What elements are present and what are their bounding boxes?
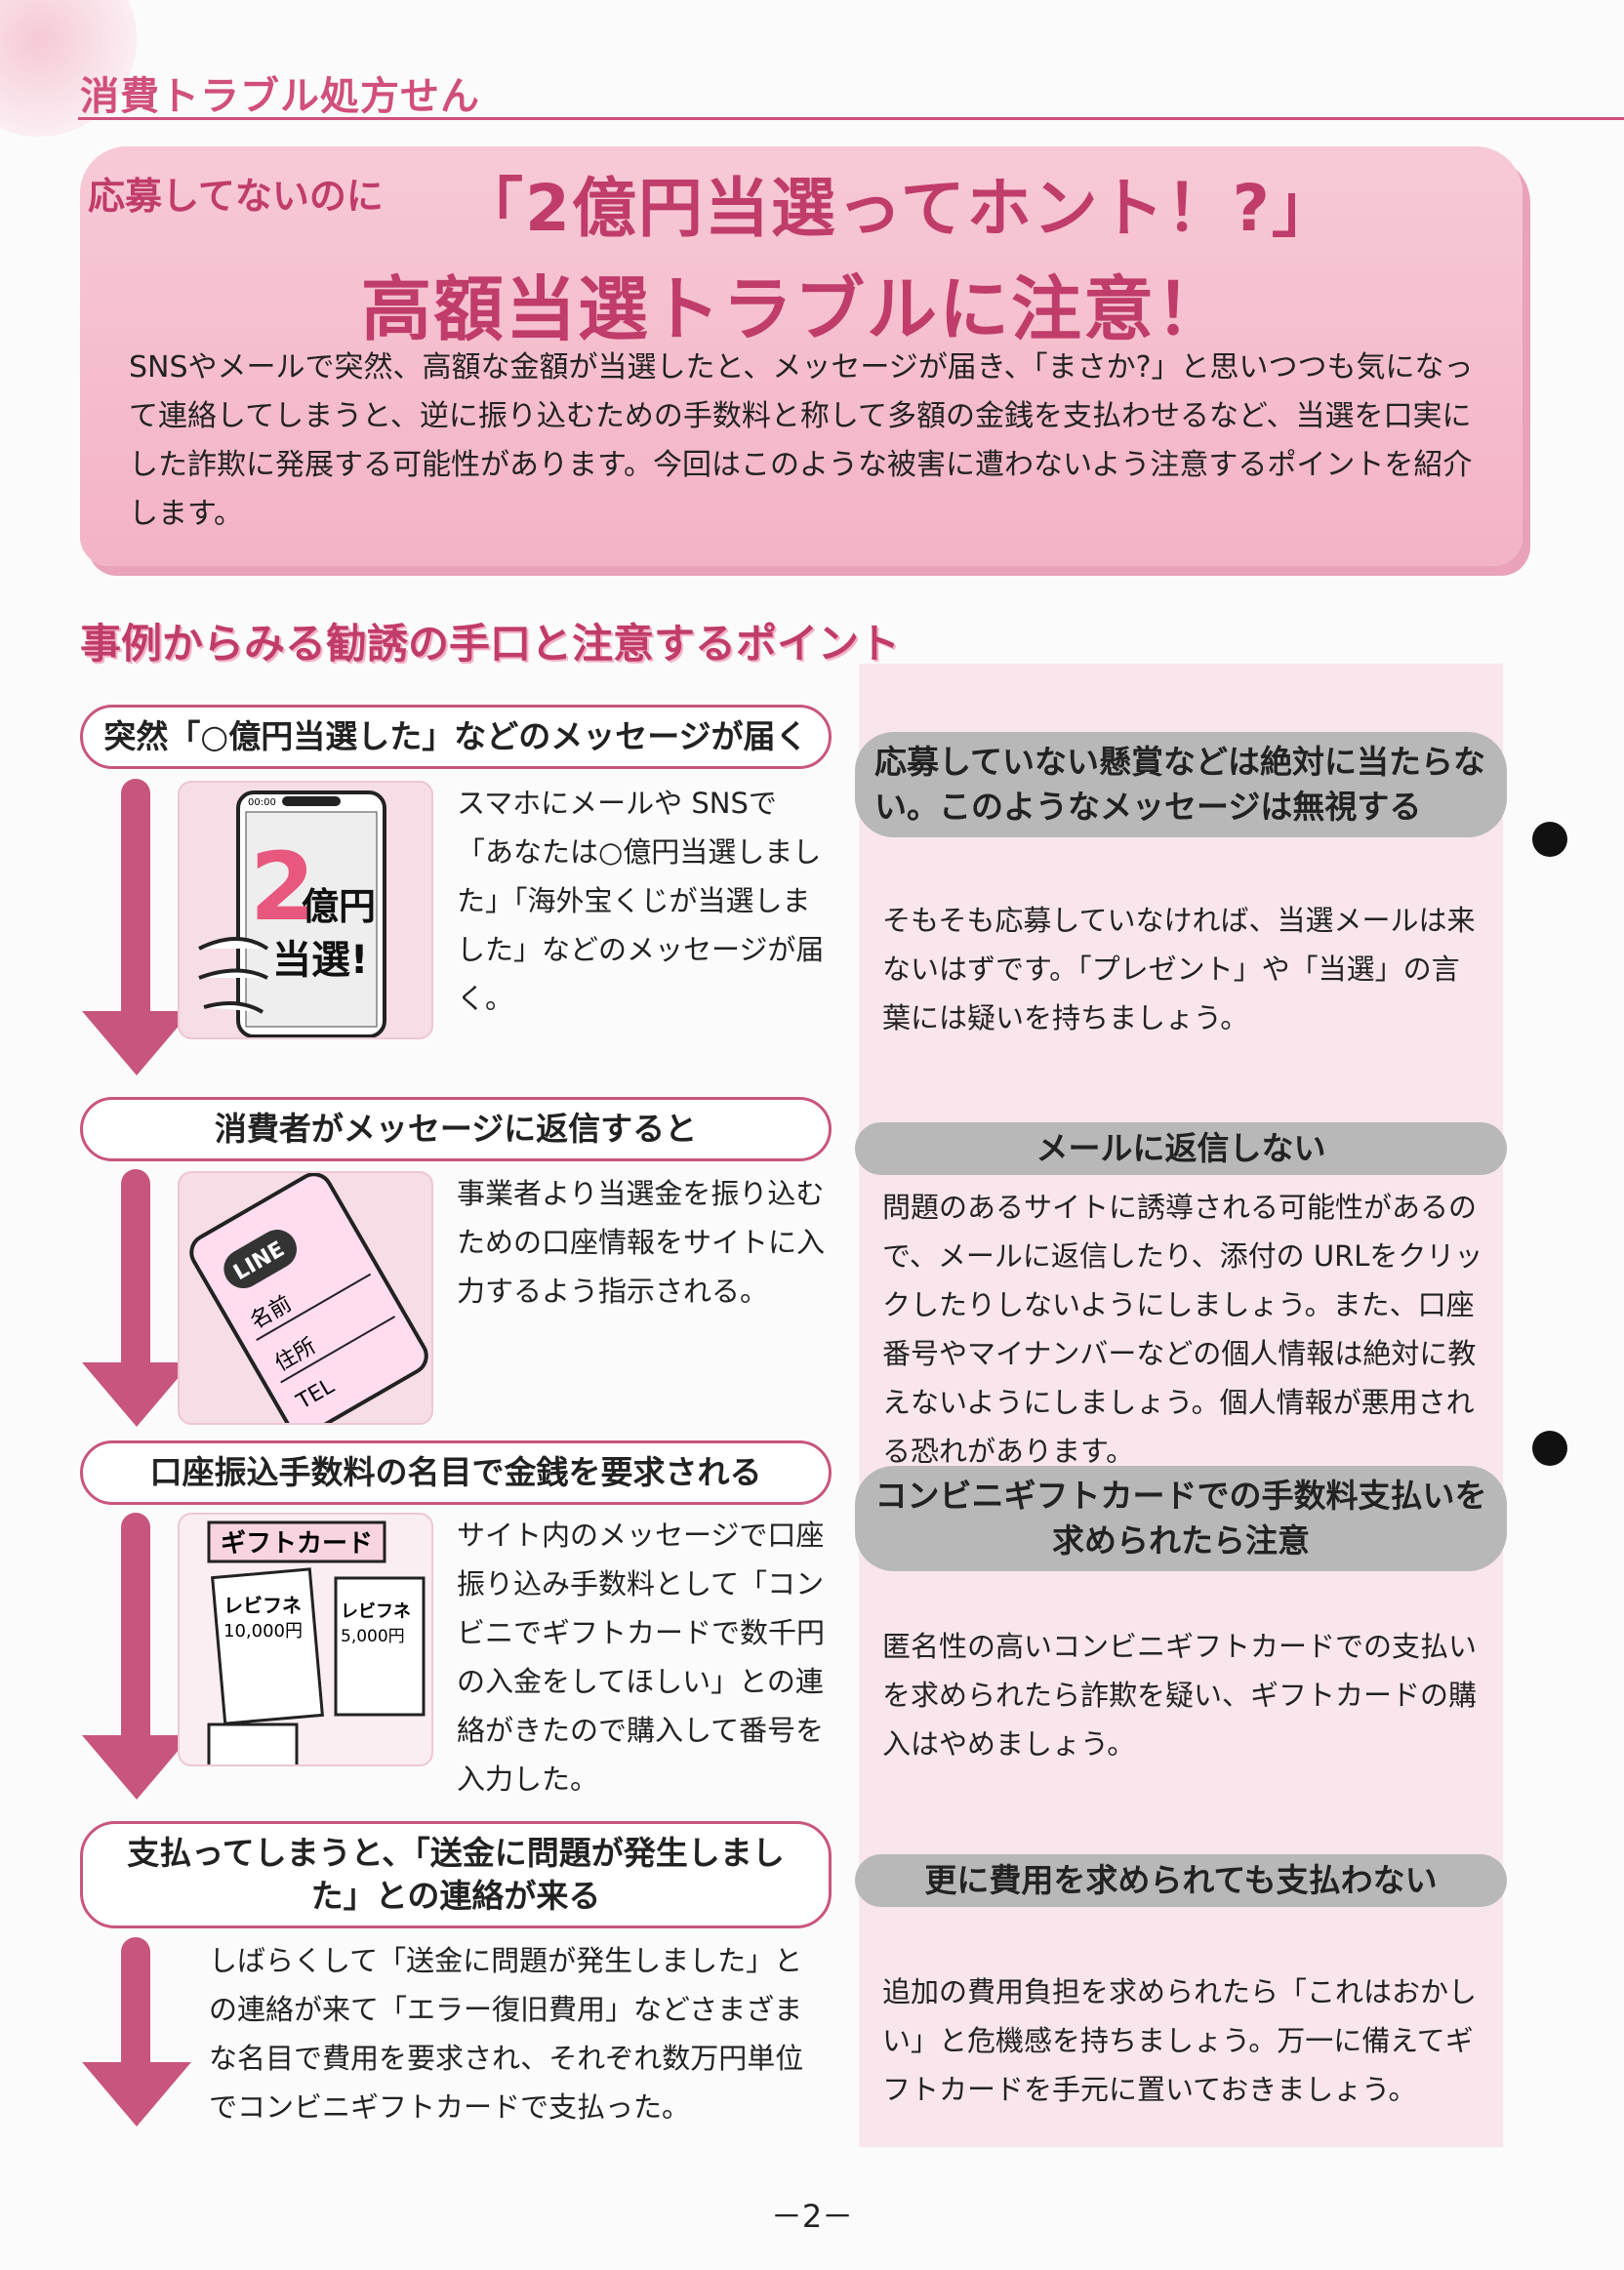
- punch-hole: [1532, 1431, 1567, 1466]
- svg-text:レビフネ: レビフネ: [223, 1594, 302, 1617]
- flow-arrow: [121, 1937, 150, 2064]
- step-2-heading: 消費者がメッセージに返信すると: [80, 1097, 832, 1161]
- series-title: 消費トラブル処方せん: [80, 74, 480, 119]
- svg-text:10,000円: 10,000円: [223, 1621, 303, 1642]
- advice-4-heading: 更に費用を求められても支払わない: [855, 1854, 1507, 1907]
- step-1-text: スマホにメールや SNSで「あなたは○億円当選しました」「海外宝くじが当選しまし…: [457, 787, 825, 1015]
- intro-text: SNSやメールで突然、高額な金額が当選したと、メッセージが届き、「まさか?」と思…: [129, 350, 1474, 531]
- step-1-heading: 突然「○億円当選した」などのメッセージが届く: [80, 705, 832, 769]
- phone-winning-illustration: 00:00 2 億円 当選!: [178, 781, 433, 1039]
- svg-text:5,000円: 5,000円: [341, 1627, 405, 1646]
- svg-text:当選!: 当選!: [272, 938, 368, 983]
- header-divider: [78, 117, 1624, 120]
- arrow-head: [82, 1362, 191, 1427]
- svg-text:億円: 億円: [302, 885, 376, 928]
- title-box: [80, 146, 1522, 566]
- title-sub: 高額当選トラブルに注意！: [361, 268, 1229, 350]
- svg-text:2: 2: [250, 832, 315, 942]
- svg-text:ギフトカード: ギフトカード: [221, 1529, 373, 1559]
- step-4-text: しばらくして「送金に問題が発生しました」との連絡が来て「エラー復旧費用」などさま…: [209, 1944, 804, 2124]
- flow-arrow: [121, 1169, 150, 1364]
- arrow-head: [82, 2062, 191, 2127]
- punch-hole: [1532, 822, 1567, 857]
- flow-arrow: [121, 1513, 150, 1737]
- title-prefix: 応募してないのに: [88, 175, 384, 218]
- arrow-head: [82, 1735, 191, 1800]
- section-title: 事例からみる勧誘の手口と注意するポイント: [80, 620, 901, 668]
- step-4-heading: 支払ってしまうと、「送金に問題が発生しました」との連絡が来る: [80, 1821, 832, 1928]
- advice-3-text: 匿名性の高いコンビニギフトカードでの支払いを求められたら詐欺を疑い、ギフトカード…: [882, 1630, 1478, 1761]
- flow-arrow: [121, 779, 150, 1013]
- advice-1-heading: 応募していない懸賞などは絶対に当たらない。このようなメッセージは無視する: [855, 732, 1507, 837]
- status-time: 00:00: [248, 797, 276, 808]
- phone-form-illustration: LINE 名前 住所 TEL: [178, 1171, 433, 1425]
- step-3-heading: 口座振込手数料の名目で金銭を要求される: [80, 1440, 832, 1505]
- svg-text:レビフネ: レビフネ: [341, 1601, 411, 1622]
- advice-1-text: そもそも応募していなければ、当選メールは来ないはずです。「プレゼント」や「当選」…: [882, 904, 1476, 1034]
- advice-2-text: 問題のあるサイトに誘導される可能性があるので、メールに返信したり、添付の URL…: [882, 1191, 1483, 1468]
- title-main: 「2億円当選ってホント！?」: [459, 171, 1338, 246]
- arrow-head: [82, 1011, 191, 1075]
- page-number: －2－: [770, 2198, 854, 2235]
- advice-2-heading: メールに返信しない: [855, 1122, 1507, 1175]
- gift-card-illustration: ギフトカード レビフネ 10,000円 レビフネ 5,000円: [178, 1513, 433, 1766]
- step-3-text: サイト内のメッセージで口座振り込み手数料として「コンビニでギフトカードで数千円の…: [457, 1519, 826, 1796]
- step-2-text: 事業者より当選金を振り込むための口座情報をサイトに入力するよう指示される。: [457, 1177, 826, 1308]
- advice-3-heading: コンビニギフトカードでの手数料支払いを求められたら注意: [855, 1466, 1507, 1571]
- advice-4-text: 追加の費用負担を求められたら「これはおかしい」と危機感を持ちましょう。万一に備え…: [882, 1975, 1478, 2106]
